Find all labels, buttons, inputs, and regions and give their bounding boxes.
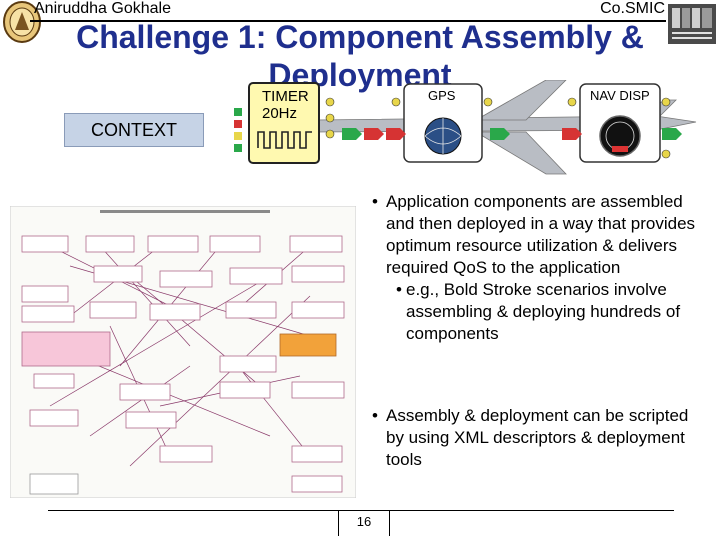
diagram-text-lines	[100, 210, 270, 213]
component-assembly-diagram	[10, 206, 356, 498]
left-port-icons	[234, 108, 242, 152]
bullet-text: Assembly & deployment can be scripted by…	[386, 406, 689, 469]
footer-rule	[48, 510, 674, 511]
sub-bullet-item: • e.g., Bold Stroke scenarios involve as…	[368, 279, 708, 345]
context-box: CONTEXT	[64, 113, 204, 147]
bullet-marker: •	[372, 406, 378, 425]
bullet-item: • Assembly & deployment can be scripted …	[368, 405, 708, 471]
nav-display-label: NAV DISP	[590, 88, 650, 103]
timer-component: TIMER 20Hz	[248, 82, 320, 164]
author-name: Aniruddha Gokhale	[34, 0, 171, 17]
timer-label: TIMER	[262, 88, 309, 105]
bullet-text: Application components are assembled and…	[386, 192, 696, 277]
bullet-marker: •	[396, 280, 402, 299]
sub-bullet-text: e.g., Bold Stroke scenarios involve asse…	[406, 280, 681, 343]
slide-title: Challenge 1: Component Assembly & Deploy…	[76, 19, 644, 93]
timer-frequency: 20Hz	[262, 105, 298, 122]
brand-name: Co.SMIC	[600, 0, 665, 17]
isis-logo	[668, 4, 716, 44]
avionics-scenario-graphic	[234, 80, 697, 175]
bullet-list: • Application components are assembled a…	[368, 191, 708, 345]
square-wave-icon	[257, 131, 312, 149]
page-number: 16	[356, 514, 372, 529]
university-seal-logo	[3, 1, 41, 43]
diagram-component-boxes	[21, 235, 345, 493]
small-connector-icons	[325, 97, 671, 159]
page-number-box	[338, 510, 390, 536]
component-port-icons	[342, 128, 682, 140]
gps-label: GPS	[428, 88, 456, 103]
header-rule	[30, 20, 666, 22]
bullet-item: • Application components are assembled a…	[368, 191, 708, 279]
bullet-marker: •	[372, 192, 378, 211]
